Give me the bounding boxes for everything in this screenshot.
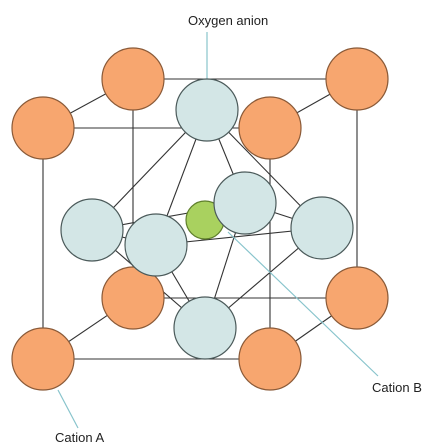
cation-a-atom <box>11 96 75 160</box>
cation-a-atom <box>325 266 389 330</box>
cation-a-label: Cation A <box>55 430 105 445</box>
cation-b-label: Cation B <box>372 380 422 395</box>
atoms <box>11 47 389 391</box>
oxygen-anion-atom <box>290 196 354 260</box>
oxygen-anion-atom <box>173 296 237 360</box>
cation-a-atom <box>238 327 302 391</box>
cation-b-leader-line <box>227 231 379 377</box>
cation-a-atom <box>238 96 302 160</box>
oxygen-anion-label: Oxygen anion <box>188 13 269 28</box>
cation-a-atom <box>325 47 389 111</box>
oxygen-anion-atom <box>213 171 277 235</box>
cation-a-leader-line <box>57 389 79 429</box>
cation-a-atom <box>101 266 165 330</box>
cation-a-atom <box>101 47 165 111</box>
oxygen-anion-atom <box>60 198 124 262</box>
cation-a-atom <box>11 327 75 391</box>
oxygen-anion-atom <box>124 213 188 277</box>
oxygen-anion-atom <box>175 78 239 142</box>
